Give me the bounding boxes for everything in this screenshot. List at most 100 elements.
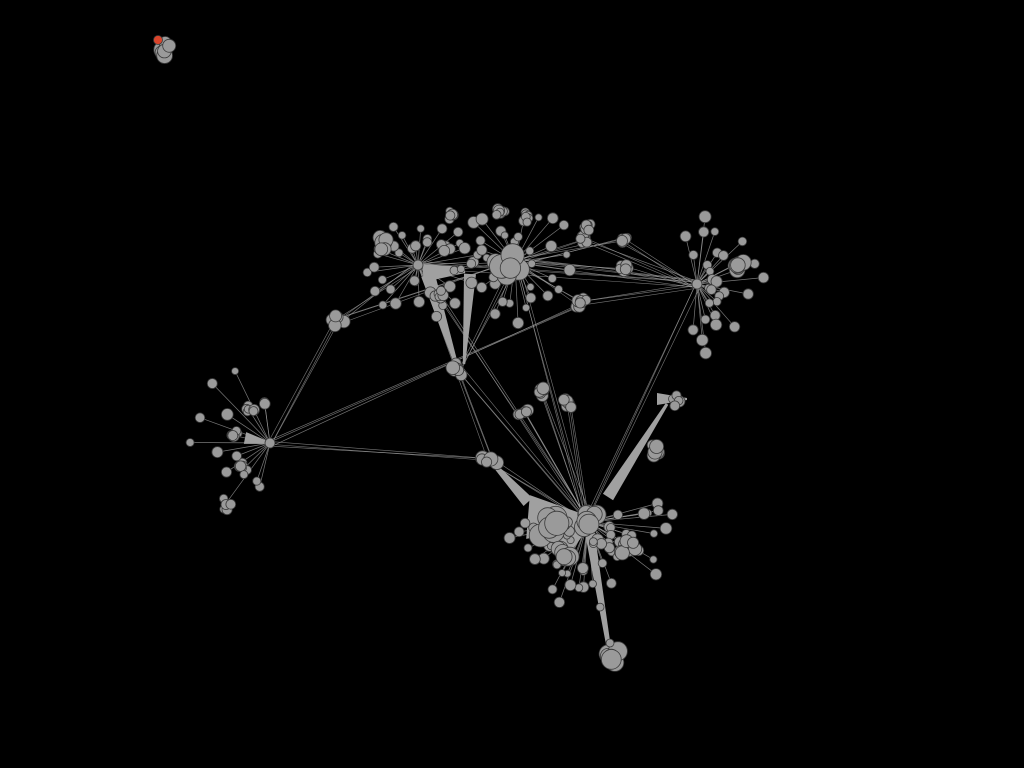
hub-bottom-cluster-node[interactable] xyxy=(600,649,622,670)
hub-left-leaf[interactable] xyxy=(185,438,195,447)
hub-upper-middle-leaf[interactable] xyxy=(542,290,554,302)
hub-left-leaf[interactable] xyxy=(252,476,262,486)
hub-upper-right-leaf[interactable] xyxy=(700,314,711,325)
hub-left-leaf-node[interactable] xyxy=(248,406,259,417)
satellite-cluster-node[interactable] xyxy=(619,263,632,276)
hub-left-leaf-node[interactable] xyxy=(239,470,249,480)
hub-main-core-node[interactable] xyxy=(627,536,640,549)
hub-upper-middle-leaf[interactable] xyxy=(476,244,488,256)
hub-upper-left-leaf[interactable] xyxy=(394,248,404,258)
hub-main-leaf[interactable] xyxy=(564,579,577,591)
hub-upper-middle-leaf[interactable] xyxy=(562,250,571,259)
hub-main-leaf[interactable] xyxy=(649,529,659,538)
satellite-cluster-node[interactable] xyxy=(536,381,550,395)
hub-upper-middle-leaf[interactable] xyxy=(475,212,489,226)
hub-upper-middle-leaf[interactable] xyxy=(500,231,509,240)
hub-main-leaf[interactable] xyxy=(588,579,597,589)
hub-upper-middle-leaf[interactable] xyxy=(526,282,535,291)
hub-upper-middle-leaf[interactable] xyxy=(554,284,563,294)
hub-upper-middle-leaf[interactable] xyxy=(545,240,558,253)
hub-left-leaf[interactable] xyxy=(258,397,271,410)
hub-main-leaf[interactable] xyxy=(659,522,673,535)
hub-left-hub[interactable] xyxy=(264,437,276,449)
hub-upper-left-leaf[interactable] xyxy=(368,261,380,273)
hub-upper-middle-leaf[interactable] xyxy=(547,273,557,283)
hub-main-leaf[interactable] xyxy=(666,508,678,521)
satellite-cluster-node[interactable] xyxy=(565,401,577,413)
hub-upper-right-leaf[interactable] xyxy=(709,318,723,331)
hub-upper-left-leaf[interactable] xyxy=(449,297,461,310)
hub-upper-left-leaf[interactable] xyxy=(452,226,464,238)
isolated-cluster-node[interactable] xyxy=(162,38,177,53)
hub-upper-left-leaf[interactable] xyxy=(385,284,396,295)
hub-left-leaf-node[interactable] xyxy=(227,430,239,441)
hub-upper-left-leaf[interactable] xyxy=(397,231,407,240)
hub-main-leaf[interactable] xyxy=(547,584,558,595)
hub-upper-right-leaf[interactable] xyxy=(728,321,741,333)
satellite-cluster-node[interactable] xyxy=(436,285,446,296)
hub-upper-middle-leaf[interactable] xyxy=(525,292,537,304)
hub-upper-middle-leaf[interactable] xyxy=(558,220,570,231)
satellite-cluster-node[interactable] xyxy=(616,234,628,247)
hub-upper-right-hub[interactable] xyxy=(691,278,703,290)
satellite-cluster-node[interactable] xyxy=(583,224,595,236)
hub-upper-right-leaf[interactable] xyxy=(710,227,720,236)
hub-left-leaf[interactable] xyxy=(220,466,232,478)
satellite-cluster-node[interactable] xyxy=(557,393,570,406)
hub-upper-middle-core-node[interactable] xyxy=(499,257,521,279)
hub-upper-right-leaf[interactable] xyxy=(679,230,692,243)
hub-main-leaf[interactable] xyxy=(523,543,533,553)
hub-upper-right-leaf[interactable] xyxy=(687,324,699,336)
hub-main-leaf[interactable] xyxy=(558,569,566,577)
hub-left-leaf-node[interactable] xyxy=(225,498,237,510)
hub-main-leaf[interactable] xyxy=(553,596,566,608)
hub-upper-left-leaf[interactable] xyxy=(449,265,459,275)
hub-upper-left-hub[interactable] xyxy=(412,259,424,271)
hub-upper-left-leaf[interactable] xyxy=(430,310,442,322)
hub-main-leaf[interactable] xyxy=(589,537,598,546)
hub-upper-left-core-node[interactable] xyxy=(374,242,389,257)
hub-upper-left-leaf[interactable] xyxy=(465,276,478,289)
hub-main-leaf[interactable] xyxy=(612,509,624,520)
satellite-cluster-node[interactable] xyxy=(522,217,532,227)
hub-upper-middle-leaf[interactable] xyxy=(546,212,559,225)
hub-main-leaf[interactable] xyxy=(503,532,516,544)
hub-left-leaf[interactable] xyxy=(206,378,218,389)
hub-main-core-node[interactable] xyxy=(555,548,573,566)
hub-main-core-node[interactable] xyxy=(544,510,570,536)
hub-upper-right-leaf[interactable] xyxy=(710,275,723,288)
hub-main-leaf[interactable] xyxy=(577,562,589,574)
hub-main-leaf[interactable] xyxy=(595,602,605,612)
satellite-cluster-node[interactable] xyxy=(669,400,681,412)
hub-main-leaf[interactable] xyxy=(649,555,658,564)
satellite-cluster-node[interactable] xyxy=(521,406,532,418)
hub-main-core-node[interactable] xyxy=(614,545,630,561)
hub-upper-middle-leaf[interactable] xyxy=(466,258,477,269)
hub-upper-left-leaf[interactable] xyxy=(389,297,402,310)
hub-upper-right-core-node[interactable] xyxy=(730,257,746,273)
hub-left-leaf-node[interactable] xyxy=(234,460,247,472)
hub-upper-left-leaf[interactable] xyxy=(362,267,372,277)
hub-upper-left-leaf[interactable] xyxy=(443,280,456,293)
hub-main-leaf[interactable] xyxy=(529,553,541,565)
isolated-cluster-selected-node[interactable] xyxy=(153,35,163,45)
hub-upper-left-leaf[interactable] xyxy=(377,275,387,285)
hub-left-leaf[interactable] xyxy=(194,412,206,423)
hub-main-leaf[interactable] xyxy=(597,558,608,568)
hub-upper-right-leaf[interactable] xyxy=(704,298,715,308)
hub-bottom-hub[interactable] xyxy=(605,638,615,648)
satellite-cluster-node[interactable] xyxy=(574,297,586,309)
hub-upper-middle-leaf[interactable] xyxy=(456,264,466,274)
hub-upper-middle-leaf[interactable] xyxy=(563,263,576,277)
hub-upper-right-leaf[interactable] xyxy=(706,284,717,295)
hub-upper-left-leaf[interactable] xyxy=(416,224,425,233)
hub-upper-left-leaf[interactable] xyxy=(410,240,422,252)
hub-upper-middle-leaf[interactable] xyxy=(522,303,531,312)
hub-upper-right-leaf[interactable] xyxy=(757,271,770,284)
hub-upper-middle-leaf[interactable] xyxy=(513,232,523,242)
hub-upper-right-leaf[interactable] xyxy=(688,250,699,260)
hub-upper-middle-leaf[interactable] xyxy=(489,308,501,320)
hub-upper-right-leaf[interactable] xyxy=(699,346,712,360)
hub-upper-middle-leaf[interactable] xyxy=(525,246,535,256)
